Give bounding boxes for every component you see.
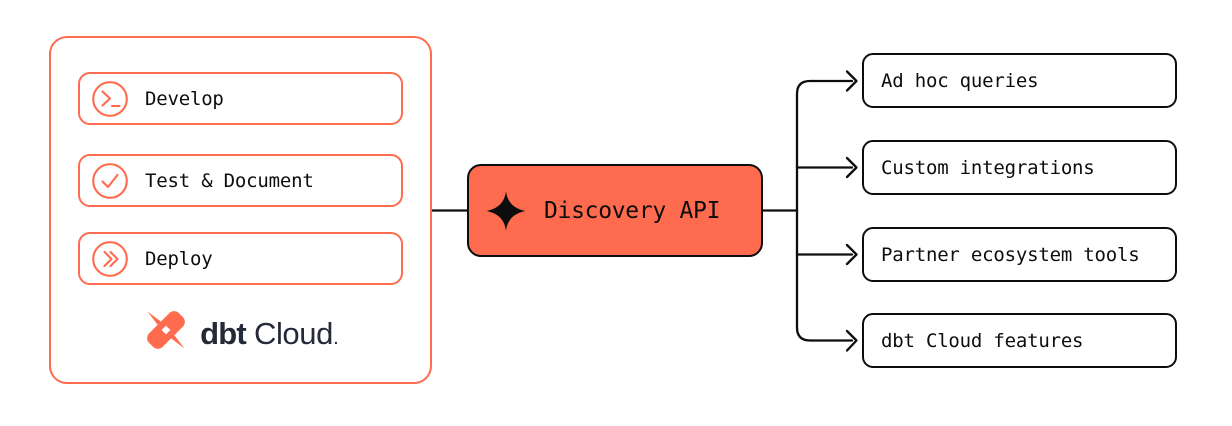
- stage-label: Test & Document: [145, 169, 314, 192]
- terminal-prompt-icon: [92, 80, 128, 117]
- stage-label: Develop: [145, 87, 224, 110]
- discovery-api-node: Discovery API: [467, 164, 763, 257]
- check-circle-icon: [92, 162, 128, 199]
- stage-label: Deploy: [145, 247, 213, 270]
- discovery-api-label: Discovery API: [544, 197, 721, 224]
- output-box-dbt-cloud-features: dbt Cloud features: [862, 313, 1177, 368]
- output-box-ad-hoc-queries: Ad hoc queries: [862, 53, 1177, 108]
- output-label: Ad hoc queries: [881, 69, 1039, 92]
- stage-box-deploy: Deploy: [78, 232, 403, 285]
- arrowhead-icon: [845, 243, 858, 266]
- double-chevron-right-icon: [92, 240, 128, 277]
- output-label: dbt Cloud features: [881, 329, 1084, 352]
- dbt-cloud-wordmark: dbt Cloud .: [200, 316, 338, 352]
- arrowhead-icon: [845, 70, 858, 92]
- stage-box-develop: Develop: [78, 72, 403, 125]
- output-label: Partner ecosystem tools: [881, 243, 1140, 266]
- dbt-logo-mark: [147, 311, 185, 349]
- wordmark-dbt: dbt: [200, 316, 247, 351]
- output-box-custom-integrations: Custom integrations: [862, 140, 1177, 195]
- sparkle-icon: [485, 190, 527, 232]
- wordmark-trademark-dot: .: [333, 331, 338, 347]
- stage-box-test-document: Test & Document: [78, 154, 403, 207]
- output-box-partner-ecosystem-tools: Partner ecosystem tools: [862, 227, 1177, 282]
- branch-down-bottom: [795, 209, 854, 342]
- arrowhead-icon: [845, 156, 858, 179]
- arrowhead-icon: [845, 329, 858, 352]
- dbt-cloud-panel: Develop Test & Document Deploy: [49, 36, 432, 384]
- wordmark-cloud: Cloud: [253, 316, 333, 351]
- branch-up-top: [795, 79, 854, 212]
- output-label: Custom integrations: [881, 156, 1095, 179]
- dbt-cloud-logo: dbt Cloud .: [51, 303, 430, 357]
